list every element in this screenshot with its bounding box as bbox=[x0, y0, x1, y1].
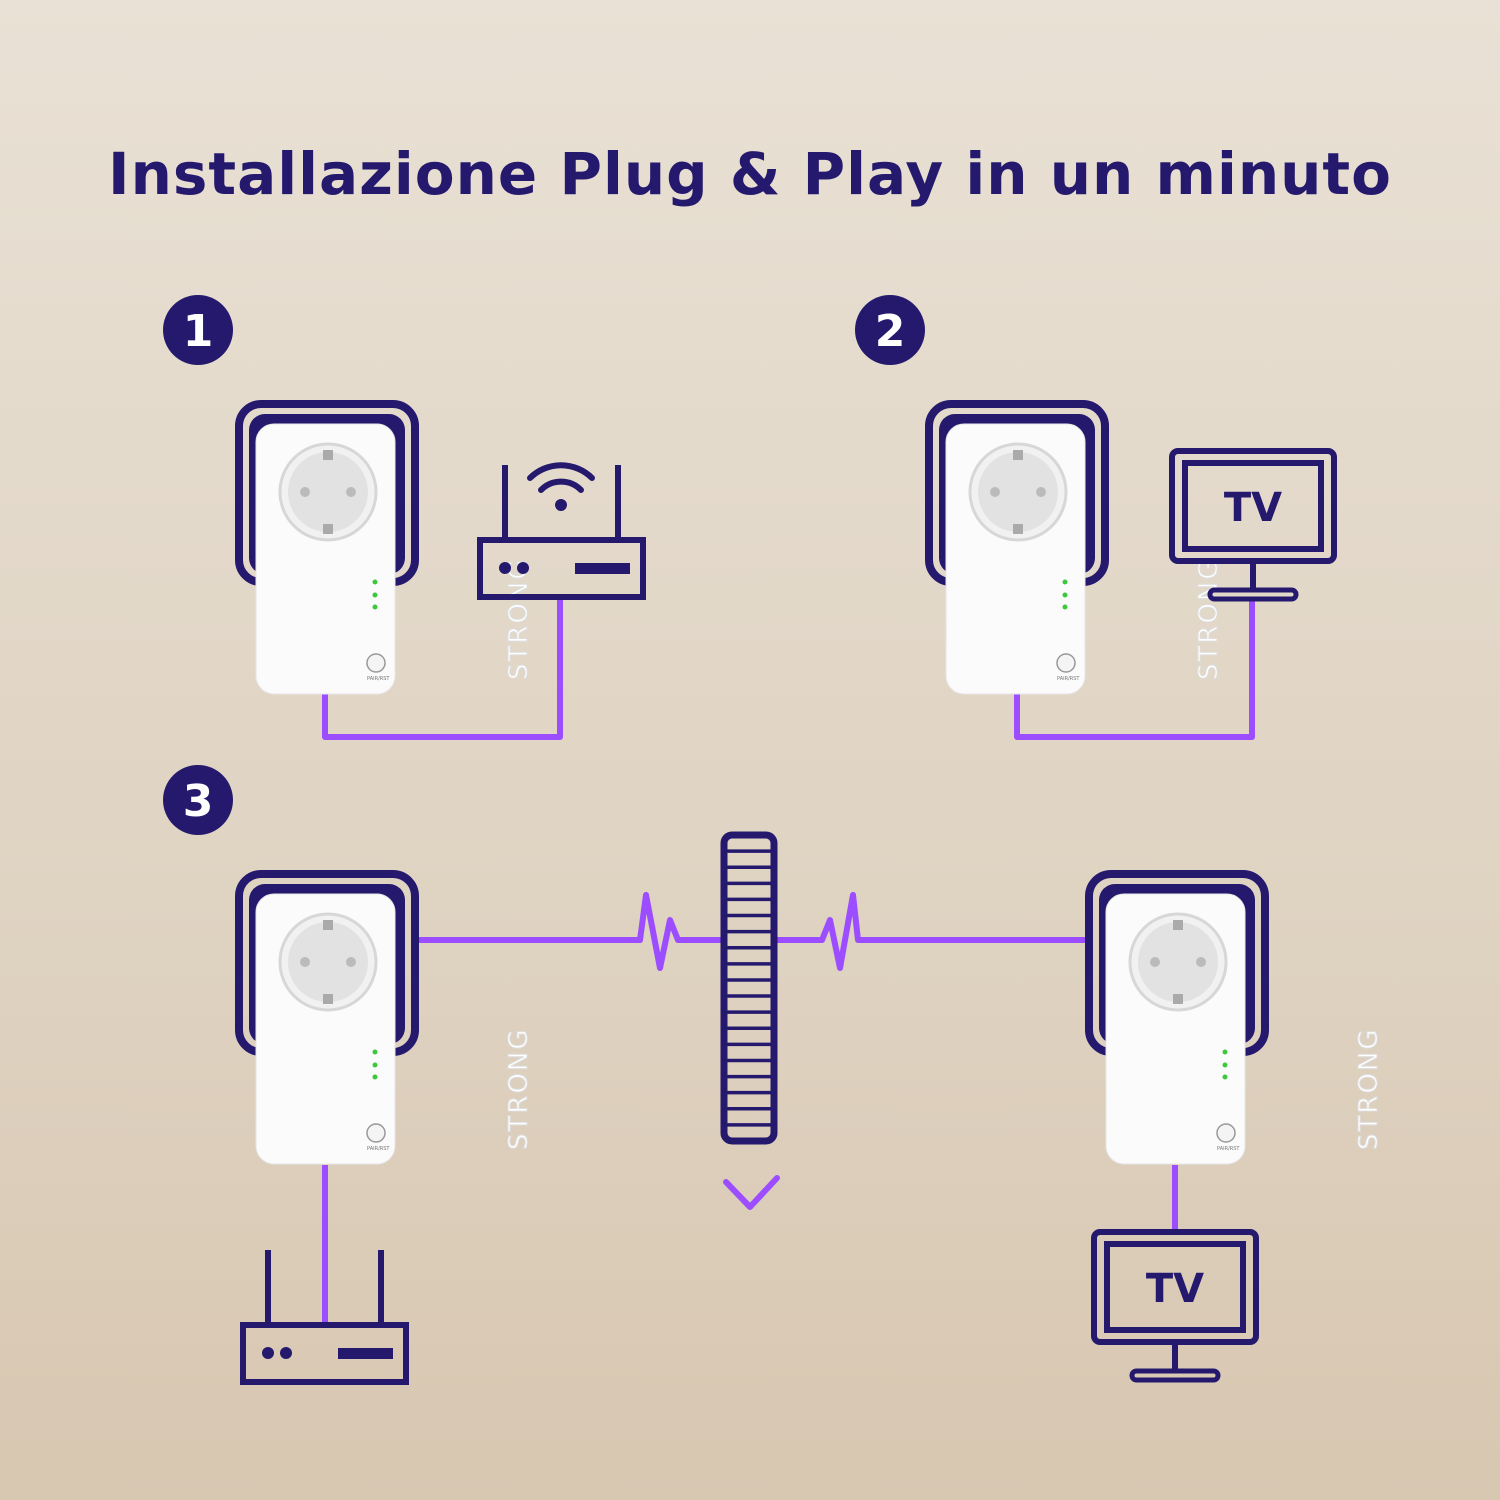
powerline-adapter-1: STRONG PAIR/RST bbox=[239, 404, 535, 694]
pair-button-label: PAIR/RST bbox=[1217, 1146, 1240, 1152]
pair-button-label: PAIR/RST bbox=[367, 676, 390, 682]
tv-icon-step3: TV bbox=[1094, 1232, 1256, 1380]
step-1-badge: 1 bbox=[163, 295, 233, 365]
step-2-badge: 2 bbox=[855, 295, 925, 365]
page-title: Installazione Plug & Play in un minuto bbox=[108, 140, 1392, 208]
cable-step2 bbox=[1014, 597, 1255, 740]
checkmark-icon bbox=[723, 1175, 780, 1210]
brand-logo: STRONG bbox=[504, 557, 534, 680]
step-1-number: 1 bbox=[183, 306, 214, 357]
brand-logo: STRONG bbox=[1354, 1027, 1384, 1150]
powerline-signal-right bbox=[776, 892, 1085, 971]
powerline-signal-left bbox=[415, 892, 722, 971]
step-3-number: 3 bbox=[183, 776, 214, 827]
brand-logo: STRONG bbox=[1194, 557, 1224, 680]
tv-icon: TV bbox=[1172, 451, 1334, 599]
tv-label: TV bbox=[1146, 1266, 1204, 1312]
electrical-wall-icon bbox=[720, 831, 778, 1145]
step-2-number: 2 bbox=[875, 306, 906, 357]
cable-step1 bbox=[322, 597, 563, 740]
pair-button-label: PAIR/RST bbox=[1057, 676, 1080, 682]
cables bbox=[322, 597, 1255, 1325]
tv-label: TV bbox=[1224, 485, 1282, 531]
powerline-adapter-3-right: STRONG PAIR/RST bbox=[1089, 874, 1385, 1164]
brand-logo: STRONG bbox=[504, 1027, 534, 1150]
powerline-adapter-2: STRONG PAIR/RST bbox=[929, 404, 1225, 694]
pair-button-label: PAIR/RST bbox=[367, 1146, 390, 1152]
wifi-icon bbox=[527, 462, 595, 511]
step-3-badge: 3 bbox=[163, 765, 233, 835]
powerline-adapter-3-left: STRONG PAIR/RST bbox=[239, 874, 535, 1164]
